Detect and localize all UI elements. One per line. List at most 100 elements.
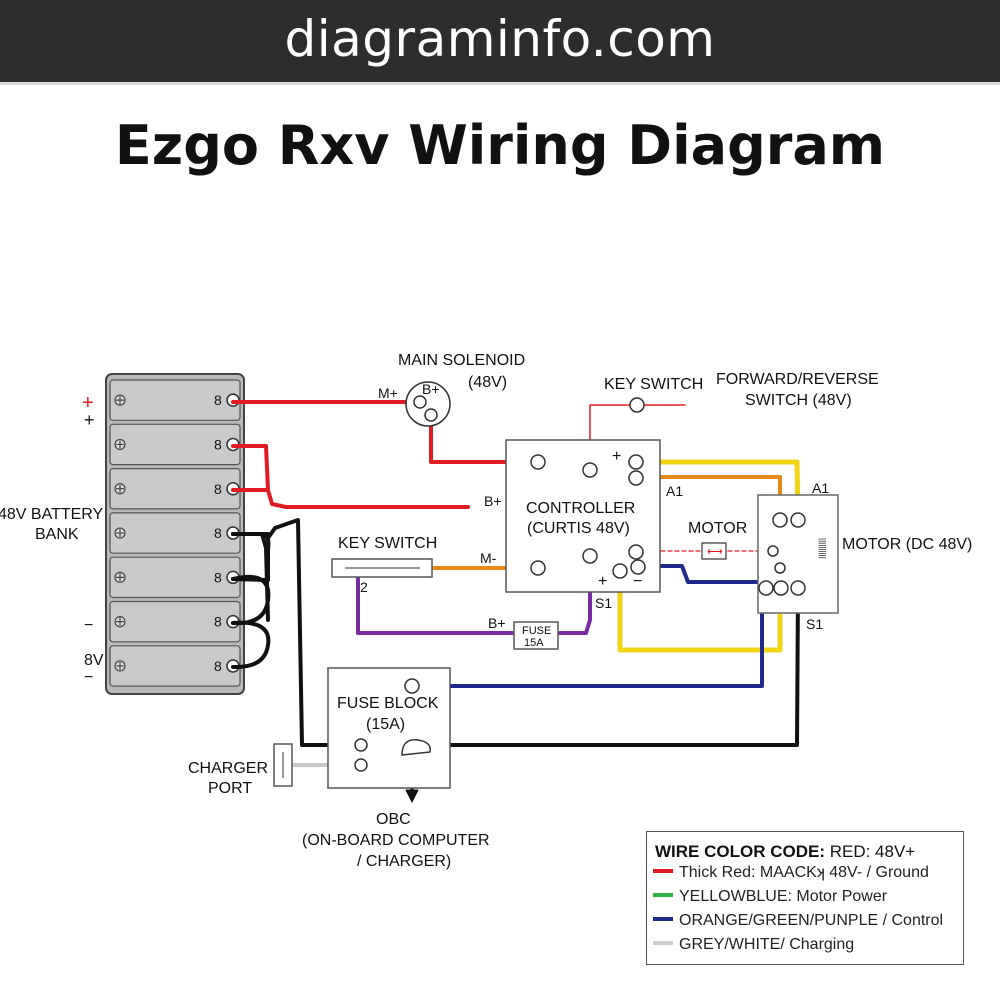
fuse-block-terminal bbox=[404, 678, 420, 694]
obc-label-line1: OBC bbox=[376, 811, 411, 828]
battery-cell: 8 bbox=[109, 512, 241, 554]
battery-cell: 8 bbox=[109, 468, 241, 510]
battery-minus-bottom: − bbox=[84, 669, 93, 686]
wire-black-jumper-2 bbox=[231, 620, 271, 670]
wire-red-solenoid-to-controller bbox=[429, 415, 540, 464]
fuse-block-terminal bbox=[354, 758, 368, 772]
controller-terminal bbox=[530, 560, 546, 576]
controller-plus-bottom: + bbox=[598, 573, 607, 590]
controller-minus-bottom: − bbox=[633, 573, 642, 590]
battery-label-line2: BANK bbox=[35, 526, 79, 543]
battery-cell: 8 bbox=[109, 645, 241, 687]
inline-fuse-line1: FUSE bbox=[522, 625, 551, 637]
wire-yellow-controller-to-motor bbox=[617, 569, 783, 653]
controller-label-line1: CONTROLLER bbox=[526, 500, 635, 517]
legend-row: GREY/WHITE/ Charging bbox=[653, 936, 854, 956]
battery-plus: + bbox=[84, 410, 95, 430]
fuse-block-terminal bbox=[354, 738, 368, 752]
battery-cell-label: 8 bbox=[214, 481, 222, 497]
obc-label-line3: / CHARGER) bbox=[357, 853, 451, 870]
motor-label: MOTOR (DC 48V) bbox=[842, 536, 972, 553]
controller-terminal bbox=[628, 544, 644, 560]
motor-terminal bbox=[758, 580, 774, 596]
battery-cell-label: 8 bbox=[214, 658, 222, 674]
legend-title-rest: RED: 48V+ bbox=[825, 842, 916, 861]
legend-title-bold: WIRE COLOR CODE: bbox=[655, 842, 825, 861]
wire-black-battery-bridge bbox=[231, 532, 271, 582]
battery-plus-red: + bbox=[82, 392, 94, 414]
main-solenoid-label-line2: (48V) bbox=[468, 374, 507, 391]
legend-title: WIRE COLOR CODE: RED: 48V+ bbox=[655, 842, 915, 862]
solenoid-terminal bbox=[424, 408, 438, 422]
inline-fuse-b-plus: B+ bbox=[488, 615, 506, 631]
motor-terminal bbox=[774, 562, 786, 574]
controller-terminal bbox=[628, 470, 644, 486]
fr-switch-a1: A1 bbox=[812, 480, 829, 496]
wire-black-to-motor bbox=[416, 586, 800, 747]
battery-cell: 8 bbox=[109, 379, 241, 421]
wire-black-to-fuse-block bbox=[231, 518, 362, 747]
legend-swatch bbox=[653, 917, 673, 922]
motor-terminal bbox=[767, 545, 779, 557]
legend-row-text: YELLOWBLUE: Motor Power bbox=[679, 888, 888, 905]
legend-row-text: GREY/WHITE/ Charging bbox=[679, 936, 855, 953]
key-switch-top-terminal bbox=[629, 397, 645, 413]
fuse-block-terminals bbox=[354, 678, 431, 772]
battery-cell-label: 8 bbox=[214, 436, 222, 452]
controller-terminal bbox=[530, 454, 546, 470]
fuse-block-connector bbox=[401, 739, 431, 756]
controller-label-line2: (CURTIS 48V) bbox=[527, 520, 630, 537]
controller-terminals bbox=[530, 454, 646, 579]
fuse-block-label-line1: FUSE BLOCK bbox=[337, 695, 439, 712]
key-switch-top-label: KEY SWITCH bbox=[604, 376, 703, 393]
battery-cell: 8 bbox=[109, 556, 241, 599]
controller-terminal bbox=[582, 548, 598, 564]
wire-blue-controller-to-fuse-block bbox=[410, 564, 764, 688]
battery-cell-label: 8 bbox=[214, 525, 222, 541]
arrow-to-obc-icon bbox=[405, 789, 419, 803]
key-switch-left-label: KEY SWITCH bbox=[338, 535, 437, 552]
controller-b-plus: B+ bbox=[484, 493, 502, 509]
obc-label-line2: (ON-BOARD COMPUTER bbox=[302, 832, 490, 849]
legend-row: ORANGE/GREEN/PUNPLE / Control bbox=[653, 912, 943, 932]
controller-terminal bbox=[582, 462, 598, 478]
main-solenoid bbox=[405, 381, 451, 427]
battery-cell-label: 8 bbox=[214, 569, 222, 585]
solenoid-body bbox=[405, 381, 451, 427]
legend-row: YELLOWBLUE: Motor Power bbox=[653, 888, 887, 908]
site-banner: diagraminfo.com bbox=[0, 0, 1000, 85]
legend-swatch bbox=[653, 941, 673, 946]
battery-cell-label: 8 bbox=[214, 392, 222, 408]
fr-switch-label-line2: SWITCH (48V) bbox=[745, 392, 852, 409]
legend-row-text: ORANGE/GREEN/PUNPLE / Control bbox=[679, 912, 944, 929]
site-name: diagraminfo.com bbox=[284, 10, 716, 68]
controller-a1: A1 bbox=[666, 483, 683, 499]
motor-sensor-box bbox=[701, 542, 727, 560]
main-solenoid-label-line1: MAIN SOLENOID bbox=[398, 352, 525, 369]
battery-label-line1: 48V BATTERY bbox=[0, 506, 104, 523]
wire-color-legend: WIRE COLOR CODE: RED: 48V+ Thick Red: MA… bbox=[646, 831, 964, 965]
battery-cell-plus-icon bbox=[116, 484, 124, 493]
controller-s1: S1 bbox=[595, 595, 612, 611]
battery-cell-plus-icon bbox=[116, 396, 124, 405]
controller-terminal bbox=[612, 563, 628, 579]
battery-cell-plus-icon bbox=[116, 529, 124, 538]
battery-cell-plus-icon bbox=[116, 661, 124, 670]
controller-m-minus: M- bbox=[480, 550, 497, 566]
motor-sensor-icon: ⟷ bbox=[707, 546, 723, 558]
battery-cell: 8 bbox=[109, 423, 241, 466]
wire-red-battery-to-controller bbox=[231, 444, 470, 509]
inline-fuse-line2: 15A bbox=[524, 637, 544, 649]
charger-port-label-line2: PORT bbox=[208, 780, 252, 797]
legend-row: Thick Red: MAACKʞ 48V- / Ground bbox=[653, 864, 929, 884]
charger-port-label-line1: CHARGER bbox=[188, 760, 268, 777]
fuse-block-label-line2: (15A) bbox=[366, 716, 405, 733]
motor-mid-label: MOTOR bbox=[688, 520, 747, 537]
legend-swatch bbox=[653, 869, 673, 874]
motor-terminals bbox=[758, 512, 806, 596]
battery-cell-plus-icon bbox=[116, 573, 124, 582]
motor-terminal bbox=[772, 512, 788, 528]
fuse-block-box bbox=[327, 667, 451, 789]
controller-terminal bbox=[628, 454, 644, 470]
